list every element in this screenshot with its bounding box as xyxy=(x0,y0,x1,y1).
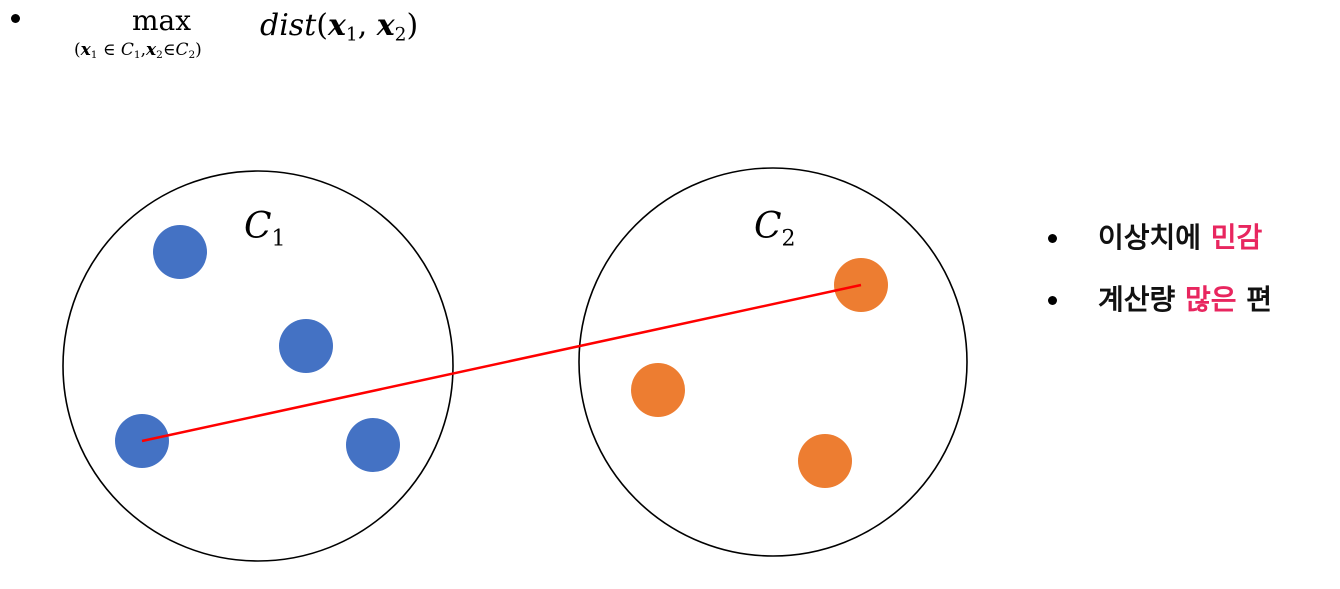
formula-bullet xyxy=(11,14,20,23)
note-text: 계산량 많은 편 xyxy=(1098,283,1273,316)
c1-point xyxy=(346,418,400,472)
cluster-c1-boundary xyxy=(62,170,454,562)
cluster-c1-points xyxy=(115,225,400,472)
note-bullet xyxy=(1048,296,1057,305)
c2-point xyxy=(631,363,685,417)
highlight-text: 많은 xyxy=(1185,283,1237,316)
highlight-text: 민감 xyxy=(1210,221,1263,254)
note-text: 이상치에 민감 xyxy=(1098,221,1263,254)
note-bullet xyxy=(1048,234,1057,243)
c1-point xyxy=(153,225,207,279)
max-operator: max xyxy=(132,4,192,37)
cluster-c2-points xyxy=(631,258,888,488)
note-outlier-sensitive: 이상치에 민감 xyxy=(1046,210,1336,272)
cluster-c2-boundary xyxy=(578,167,968,557)
c2-point xyxy=(798,434,852,488)
c1-point xyxy=(279,319,333,373)
note-computation-heavy: 계산량 많은 편 xyxy=(1046,272,1336,334)
max-distance-link xyxy=(141,283,862,443)
notes-list: 이상치에 민감 계산량 많은 편 xyxy=(1046,210,1336,334)
complete-linkage-formula: max (x1 ∈ C1,x2∈C2) dist(x1, x2) xyxy=(60,0,460,70)
dist-function: dist xyxy=(260,8,317,43)
max-subscript: (x1 ∈ C1,x2∈C2) xyxy=(74,40,202,62)
cluster-c1-label: C1 xyxy=(244,206,286,252)
dist-expression: dist(x1, x2) xyxy=(260,8,419,46)
cluster-c2-label: C2 xyxy=(754,206,796,252)
